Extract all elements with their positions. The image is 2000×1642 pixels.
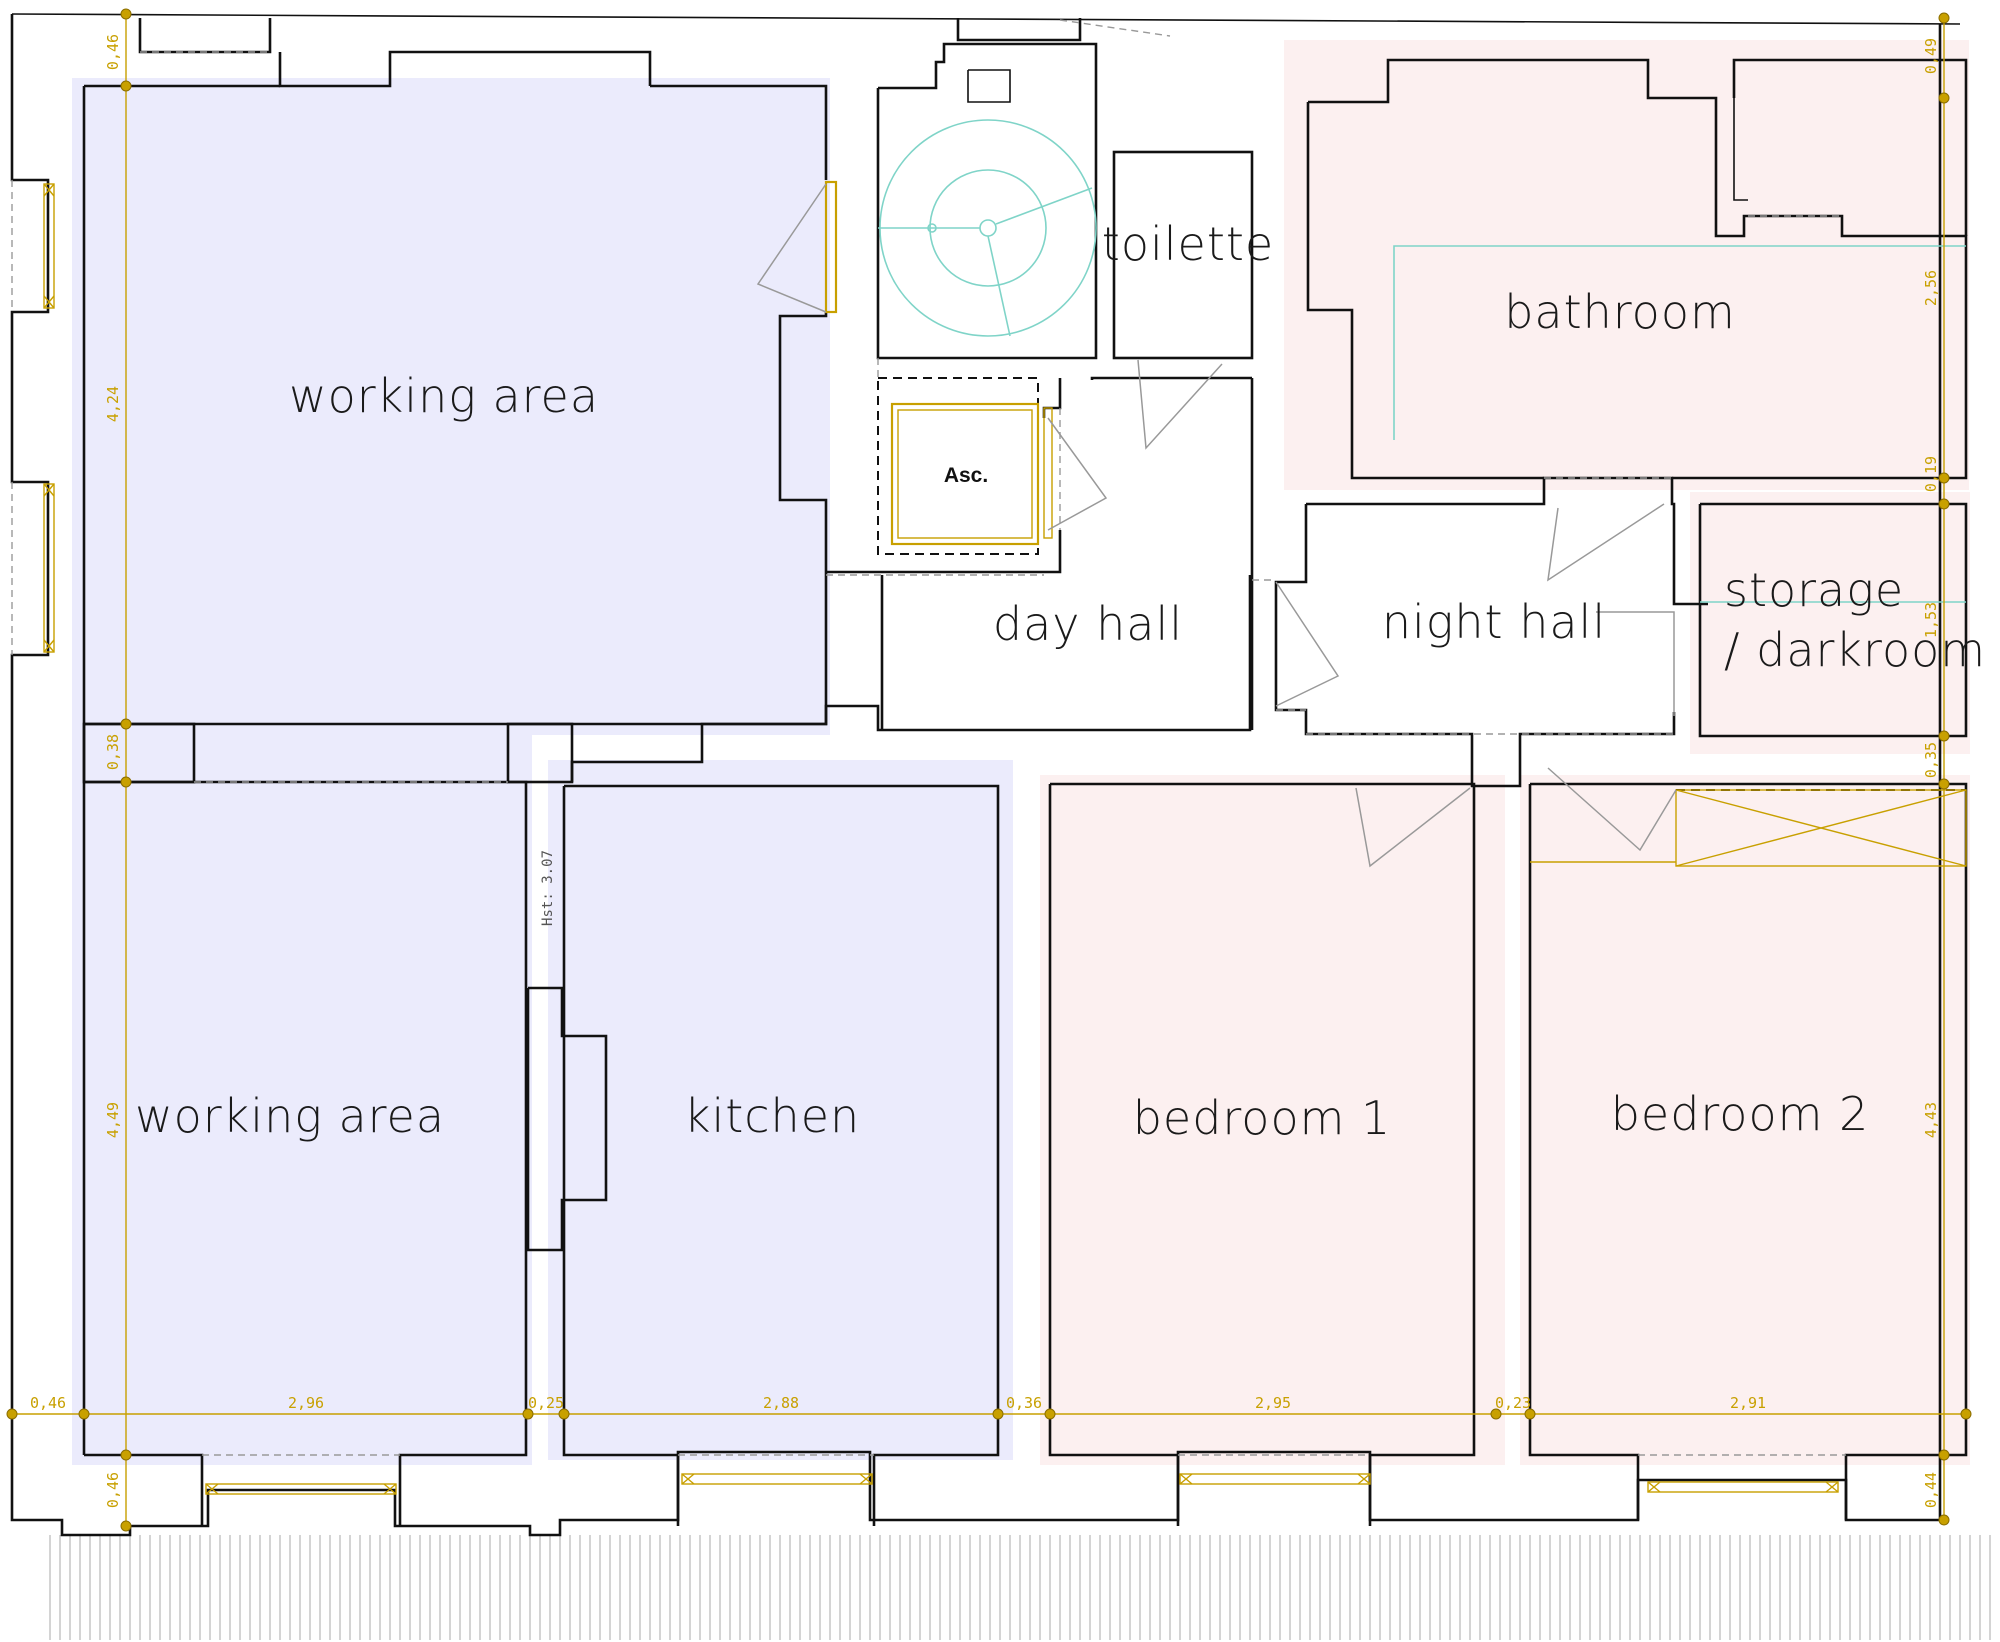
dimension-dot: [1938, 472, 1950, 484]
dimension-dot: [120, 776, 132, 788]
doors: [756, 183, 1677, 868]
dimension-dot: [78, 1408, 90, 1420]
zone-fills: [72, 40, 1970, 1465]
dim-left-1: 4,24: [104, 386, 122, 422]
label-bedroom-2: bedroom 2: [1611, 1087, 1870, 1141]
dimension-dot: [1938, 12, 1950, 24]
dimension-dot: [1938, 1449, 1950, 1461]
label-darkroom: / darkroom: [1724, 623, 1986, 677]
dim-left-0: 0,46: [104, 34, 122, 70]
dimension-dot: [1938, 1514, 1950, 1526]
dimension-dot: [558, 1408, 570, 1420]
label-working-area-top: working area: [289, 369, 599, 423]
dim-right-5: 4,43: [1922, 1102, 1940, 1138]
label-night-hall: night hall: [1382, 595, 1606, 649]
zone-bedroom-1: [1040, 775, 1505, 1465]
dimension-dot: [120, 8, 132, 20]
dimension-dot: [1938, 92, 1950, 104]
dimension-dot: [1524, 1408, 1536, 1420]
dim-right-4: 0,35: [1922, 742, 1940, 778]
dim-bottom-4: 0,36: [1006, 1394, 1042, 1412]
dimension-dot: [522, 1408, 534, 1420]
zone-working-area-top: [72, 78, 830, 735]
dim-left-3: 4,49: [104, 1102, 122, 1138]
bath-fixture-outline: [1393, 245, 1966, 440]
dimension-dot: [120, 718, 132, 730]
balcony-hatch: [49, 1535, 1991, 1640]
label-hst: Hst: 3.07: [540, 850, 556, 926]
zone-bedroom-2: [1520, 775, 1970, 1465]
dim-right-3: 1,53: [1922, 602, 1940, 638]
dimension-dot: [1938, 498, 1950, 510]
label-elevator: Asc.: [944, 464, 988, 487]
dimension-dot: [120, 80, 132, 92]
dimension-dot: [1044, 1408, 1056, 1420]
dimension-dots: [6, 8, 1972, 1532]
dim-bottom-7: 2,91: [1730, 1394, 1766, 1412]
label-storage: storage: [1724, 563, 1904, 617]
dimension-dot: [1938, 778, 1950, 790]
dim-left-4: 0,46: [104, 1472, 122, 1508]
label-day-hall: day hall: [993, 597, 1183, 651]
windows: [43, 180, 1839, 1495]
dimension-dot: [120, 1449, 132, 1461]
dimension-dot: [1490, 1408, 1502, 1420]
dim-bottom-6: 0,23: [1495, 1394, 1531, 1412]
zone-storage: [1690, 492, 1970, 754]
dim-right-2: 0,19: [1922, 456, 1940, 492]
dim-bottom-5: 2,95: [1255, 1394, 1291, 1412]
dashed-openings: [11, 19, 1846, 1456]
dim-bottom-2: 0,25: [528, 1394, 564, 1412]
dim-left-2: 0,38: [104, 734, 122, 770]
zone-kitchen: [548, 760, 1013, 1460]
spiral-stair: [878, 119, 1097, 337]
dimension-dot: [1960, 1408, 1972, 1420]
dimension-labels: 0,46 2,96 0,25 2,88 0,36 2,95 0,23 2,91 0,46 4,24…: [30, 34, 1940, 1508]
dimension-dot: [120, 1520, 132, 1532]
label-kitchen: kitchen: [684, 1089, 860, 1143]
dim-bottom-0: 0,46: [30, 1394, 66, 1412]
dim-bottom-1: 2,96: [288, 1394, 324, 1412]
dim-right-6: 0,44: [1922, 1472, 1940, 1508]
room-labels: working area working area kitchen bedroo…: [135, 217, 1986, 1145]
dim-right-0: 0,49: [1922, 38, 1940, 74]
label-working-area-bottom: working area: [135, 1089, 445, 1143]
zone-working-area-bottom: [72, 730, 532, 1465]
dimension-dot: [992, 1408, 1004, 1420]
dimension-dot: [6, 1408, 18, 1420]
zone-bathroom: [1284, 40, 1969, 490]
dimension-lines: [12, 14, 1966, 1526]
dim-bottom-3: 2,88: [763, 1394, 799, 1412]
label-bathroom: bathroom: [1504, 285, 1736, 339]
label-bedroom-1: bedroom 1: [1133, 1091, 1392, 1145]
dimension-dot: [1938, 730, 1950, 742]
dim-right-1: 2,56: [1922, 270, 1940, 306]
label-toilette: toilette: [1102, 217, 1274, 271]
